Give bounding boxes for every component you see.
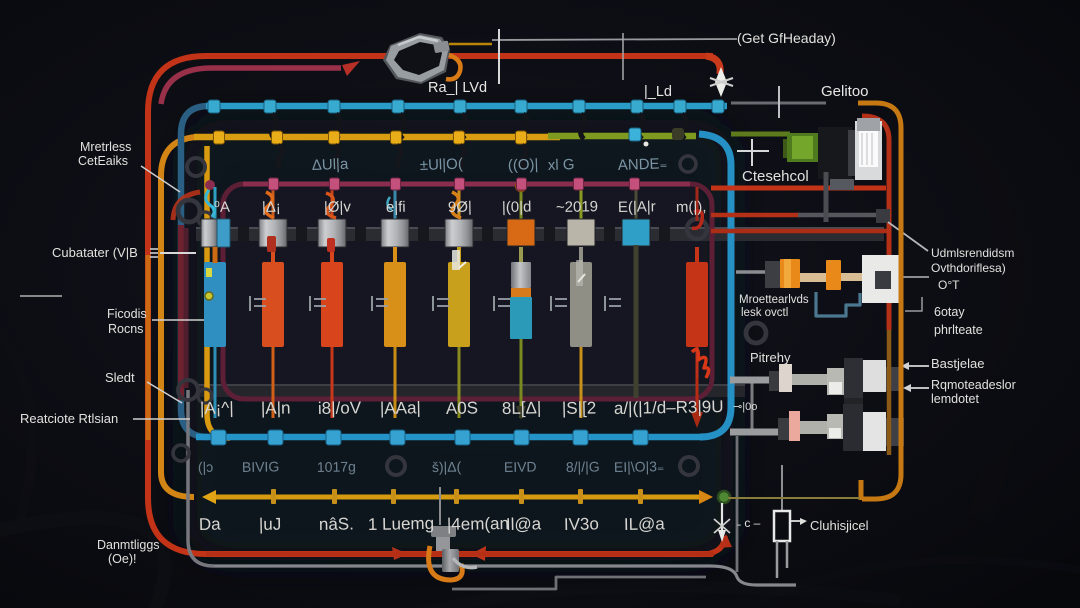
svg-text:CetEaiks: CetEaiks (78, 154, 128, 168)
svg-text:((O)|: ((O)| (508, 156, 539, 174)
svg-text:e|fi: e|fi (386, 199, 406, 216)
svg-text:⊸|0o: ⊸|0o (733, 401, 757, 413)
svg-text:Da: Da (199, 515, 222, 534)
svg-text:|A|n: |A|n (261, 398, 291, 418)
svg-text:A0S: A0S (446, 398, 478, 418)
svg-text:|A¡^|: |A¡^| (200, 398, 234, 418)
svg-text:Ficodis: Ficodis (107, 307, 147, 321)
svg-text:|Ø|v: |Ø|v (324, 199, 352, 216)
svg-text:(Oe)!: (Oe)! (108, 552, 136, 566)
svg-text:(Get GfHeaday): (Get GfHeaday) (737, 30, 836, 46)
svg-text:IV3o: IV3o (564, 514, 599, 534)
svg-text:Mretrless: Mretrless (80, 140, 131, 154)
svg-text:EI|\O|3₌: EI|\O|3₌ (614, 458, 665, 475)
svg-text:9Ø|: 9Ø| (448, 199, 472, 216)
svg-text:Cluhisjicel: Cluhisjicel (810, 518, 869, 533)
svg-text:Cubatater (V|B: Cubatater (V|B (52, 245, 138, 260)
svg-text:~2019: ~2019 (556, 198, 598, 216)
svg-text:Reatciote Rtlsian: Reatciote Rtlsian (20, 411, 118, 426)
svg-text:ANDE₌: ANDE₌ (618, 155, 668, 174)
svg-text:Ra_| LVd: Ra_| LVd (428, 80, 487, 96)
svg-text:1017g: 1017g (317, 458, 356, 475)
svg-text:1 Luemg: 1 Luemg (368, 514, 434, 534)
svg-text:m(|),: m(|), (676, 198, 707, 216)
svg-text:Sledt: Sledt (105, 370, 135, 385)
svg-text:|_Ld: |_Ld (644, 84, 672, 100)
svg-text:˗ c –: ˗ c – (737, 516, 761, 530)
svg-text:š)|Δ(: š)|Δ( (432, 458, 462, 475)
svg-text:|S|[2: |S|[2 (562, 398, 597, 418)
svg-text:Danmtliggs: Danmtliggs (97, 538, 160, 552)
svg-text:⁰A: ⁰A (214, 199, 230, 216)
svg-text:ΔUl|a: ΔUl|a (312, 156, 350, 174)
svg-text:|4em(an: |4em(an (447, 514, 509, 534)
svg-text:Il@a: Il@a (506, 514, 542, 534)
svg-text:|AAa|: |AAa| (380, 398, 421, 418)
svg-text:Bastjelae: Bastjelae (931, 356, 984, 371)
svg-text:Pitrehy: Pitrehy (750, 350, 791, 365)
svg-text:lesk ovctl: lesk ovctl (741, 307, 788, 319)
svg-text:xl G: xl G (548, 156, 575, 174)
svg-text:a/|(|1/d–R3|9U: a/|(|1/d–R3|9U (614, 397, 724, 418)
svg-text:Rqmoteadeslor: Rqmoteadeslor (931, 378, 1016, 392)
svg-text:(|ɔ: (|ɔ (198, 459, 214, 475)
svg-text:Gelitoo: Gelitoo (821, 83, 869, 100)
svg-text:E(|A|r: E(|A|r (618, 198, 656, 216)
svg-text:BIVIG: BIVIG (242, 458, 280, 475)
svg-text:EIVD: EIVD (504, 458, 537, 475)
svg-text:Mroettearlvds: Mroettearlvds (739, 294, 809, 306)
svg-text:Ctesehcol: Ctesehcol (742, 168, 809, 185)
svg-text:IL@a: IL@a (624, 514, 666, 534)
svg-text:nâS.: nâS. (319, 514, 354, 534)
svg-text:Rocns: Rocns (108, 322, 143, 336)
svg-text:Ovthdoriflesa): Ovthdoriflesa) (931, 261, 1006, 275)
svg-text:|(0|d: |(0|d (502, 198, 532, 216)
svg-text:|uJ: |uJ (259, 515, 282, 534)
svg-text:6otay: 6otay (934, 305, 965, 319)
svg-text:±Ul|O(: ±Ul|O( (420, 156, 464, 174)
svg-text:|Δ¡: |Δ¡ (262, 199, 281, 216)
svg-text:O°T: O°T (938, 278, 960, 292)
svg-text:Udmlsrendidsm: Udmlsrendidsm (931, 246, 1014, 260)
svg-text:i8|/oV: i8|/oV (318, 398, 362, 418)
svg-text:8L[Δ|: 8L[Δ| (502, 398, 542, 418)
svg-text:8/|/|G: 8/|/|G (566, 458, 600, 475)
svg-text:lemdotet: lemdotet (931, 392, 979, 406)
svg-text:phrlteate: phrlteate (934, 323, 983, 337)
